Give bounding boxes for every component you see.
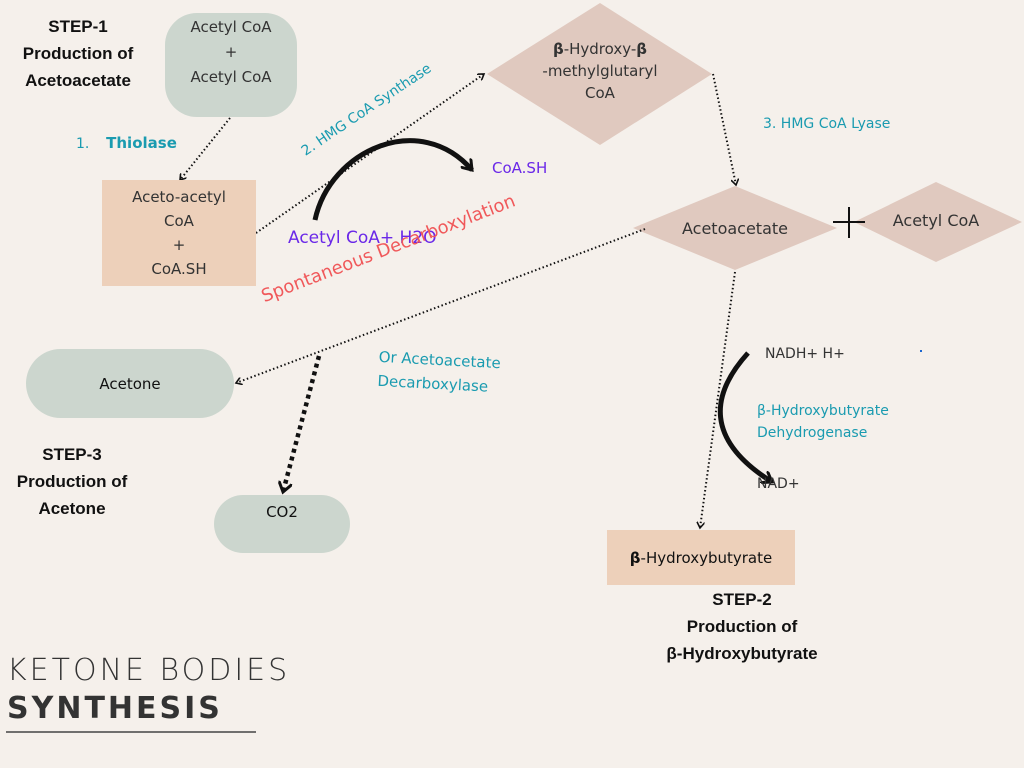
stray-dot [920, 350, 922, 352]
step3-label: STEP-3 [42, 445, 102, 464]
coa-sh-cofactor: CoA.SH [492, 159, 548, 177]
nadh-cofactor: NADH+ H+ [765, 346, 845, 362]
hmg-coa-diamond [487, 3, 712, 145]
step2-line1: Production of [686, 617, 798, 636]
acetoacetate-diamond [633, 186, 837, 270]
hmg-coa-hydroxy: -Hydroxy- [563, 40, 637, 58]
acetyl-coa-pair-line1: Acetyl CoA [190, 18, 272, 36]
step3-line2: Acetone [38, 499, 106, 518]
arrow-thiolase [180, 117, 231, 180]
beta-hydroxybutyrate-node: β-Hydroxybutyrate [607, 530, 795, 585]
acetoacetate-decarboxylase-label: Or Acetoacetate Decarboxylase [377, 345, 501, 399]
thiolase-number: 1. [76, 136, 90, 152]
acetoacetyl-line4: CoA.SH [151, 260, 207, 278]
acetyl-coa-h2o-cofactor: Acetyl CoA+ H2O [288, 228, 437, 248]
curved-arrow-acetyl-coa [312, 138, 474, 221]
step1-label: STEP-1 [48, 17, 108, 36]
step3-line1: Production of [16, 472, 128, 491]
acetyl-coa-product-diamond [854, 182, 1022, 262]
acetoacetyl-coa-node: Aceto-acetyl CoA + CoA.SH [102, 180, 256, 286]
thiolase-name: Thiolase [106, 134, 177, 152]
nad-cofactor: NAD+ [757, 476, 800, 492]
arrow-to-bhb [700, 271, 736, 528]
bhb-dh-line2: Dehydrogenase [757, 425, 868, 441]
step1-heading: STEP-1 Production of Acetoacetate [8, 13, 148, 94]
hmg-coa-node: β-Hydroxy-β -methylglutaryl CoA [530, 38, 670, 104]
arrow-hmg-lyase [712, 73, 736, 185]
acetoacetyl-line1: Aceto-acetyl [132, 188, 226, 206]
acetoacetate-node: Acetoacetate [681, 219, 788, 238]
hmg-coa-line3: CoA [585, 84, 615, 102]
title-line2: SYNTHESIS [7, 691, 223, 726]
plus-icon [833, 207, 865, 238]
step2-line2: β-Hydroxybutyrate [666, 644, 818, 663]
acetone-node: Acetone [26, 349, 234, 418]
beta-symbol: β [552, 40, 564, 58]
step2-heading: STEP-2 Production of β-Hydroxybutyrate [630, 586, 854, 667]
acetyl-coa-pair-node: Acetyl CoA + Acetyl CoA [165, 13, 297, 117]
acetone-label: Acetone [99, 374, 161, 393]
page-title: KETONE BODIES SYNTHESIS [7, 652, 290, 728]
arrow-to-co2 [283, 355, 322, 492]
bhb-dehydrogenase-label: β-Hydroxybutyrate Dehydrogenase [757, 400, 889, 444]
hmg-coa-line2: -methylglutaryl [542, 62, 658, 80]
step2-label: STEP-2 [712, 590, 772, 609]
co2-label: CO2 [266, 503, 298, 521]
bhb-rest: -Hydroxybutyrate [640, 548, 773, 567]
acetyl-coa-product-node: Acetyl CoA [892, 211, 980, 230]
bhb-dh-line1: β-Hydroxybutyrate [757, 403, 889, 419]
acetyl-coa-pair-line3: Acetyl CoA [190, 68, 272, 86]
co2-node: CO2 [214, 495, 350, 553]
step3-heading: STEP-3 Production of Acetone [4, 441, 140, 522]
step1-line1: Production of [22, 44, 134, 63]
arrow-to-acetone [236, 228, 646, 383]
beta-symbol: β [629, 548, 641, 567]
hmg-coa-line1: β-Hydroxy-β [553, 38, 647, 60]
acetoacetyl-line3: + [172, 236, 186, 254]
bhb-label: β-Hydroxybutyrate [630, 546, 772, 570]
title-line1: KETONE BODIES [7, 653, 291, 688]
acetyl-coa-pair-line2: + [224, 43, 238, 61]
thiolase-label: 1. Thiolase [76, 134, 177, 152]
acetoacetyl-line2: CoA [164, 212, 194, 230]
step1-line2: Acetoacetate [25, 71, 131, 90]
hmg-coa-lyase-label: 3. HMG CoA Lyase [763, 116, 891, 132]
beta-symbol: β [636, 40, 648, 58]
curved-arrow-nadh [717, 351, 772, 485]
